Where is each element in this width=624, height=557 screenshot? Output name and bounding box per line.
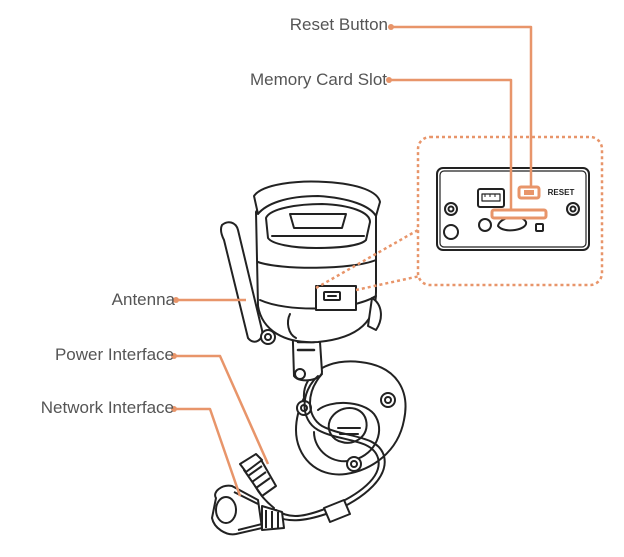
network-interface-label: Network Interface [40,398,174,417]
memory-leader [390,78,513,211]
reset-button-label: Reset Button [289,15,388,34]
main-cable [275,375,380,517]
panel-reset-text: RESET [548,188,575,197]
camera-illustration [219,180,407,476]
callout-leaders [174,25,533,497]
antenna-label: Antenna [111,290,175,309]
power-leader [174,354,270,465]
network-connector [211,484,351,536]
antenna-shape [219,221,264,343]
camera-visor [253,180,381,217]
network-leader [174,407,242,497]
power-interface-label: Power Interface [54,345,174,364]
zoom-leaders [315,228,421,292]
memory-card-slot [490,208,548,220]
power-plug [239,453,277,497]
reset-leader [392,25,533,188]
memory-card-slot-label: Memory Card Slot [250,70,387,89]
